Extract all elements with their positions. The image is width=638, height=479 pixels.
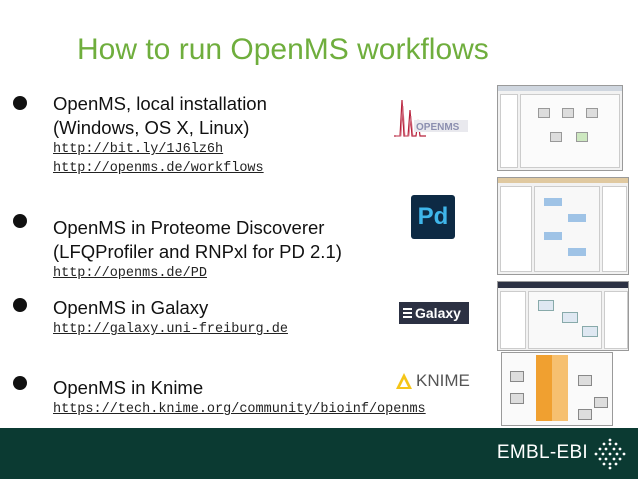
bullet-4-line-1: OpenMS in Knime xyxy=(53,377,204,398)
embl-ebi-brand: EMBL-EBI xyxy=(496,442,588,463)
link-openms-workflows[interactable]: http://openms.de/workflows xyxy=(53,161,264,176)
knime-logo-text: KNIME xyxy=(416,371,470,390)
slide-title: How to run OpenMS workflows xyxy=(77,33,489,66)
bullet-3-line-1: OpenMS in Galaxy xyxy=(53,297,209,318)
openms-workflow-screenshot xyxy=(497,85,623,171)
bullet-1-line-2: (Windows, OS X, Linux) xyxy=(53,117,250,138)
bullet-2-line-2: (LFQProfiler and RNPxl for PD 2.1) xyxy=(53,241,342,262)
bullet-dot xyxy=(13,298,27,312)
proteome-discoverer-screenshot xyxy=(497,177,629,275)
link-galaxy[interactable]: http://galaxy.uni-freiburg.de xyxy=(53,322,288,337)
openms-logo: OPENMS xyxy=(392,96,472,140)
galaxy-logo-text: Galaxy xyxy=(415,305,461,321)
bullet-dot xyxy=(13,376,27,390)
bullet-dot xyxy=(13,96,27,110)
openms-logo-text: OPENMS xyxy=(416,122,460,133)
bullet-dot xyxy=(13,214,27,228)
proteome-discoverer-logo: Pd xyxy=(411,195,455,239)
galaxy-logo: Galaxy xyxy=(399,302,469,324)
footer-bar: EMBL-EBI xyxy=(0,428,638,479)
link-bitly[interactable]: http://bit.ly/1J6lz6h xyxy=(53,142,224,157)
knime-screenshot xyxy=(501,352,613,426)
bullet-2-line-1: OpenMS in Proteome Discoverer xyxy=(53,217,325,238)
bullet-1-line-1: OpenMS, local installation xyxy=(53,93,267,114)
link-knime[interactable]: https://tech.knime.org/community/bioinf/… xyxy=(53,402,426,417)
embl-ebi-dots-icon xyxy=(592,436,628,472)
galaxy-screenshot xyxy=(497,281,629,351)
knime-logo: KNIME xyxy=(394,370,476,392)
link-openms-pd[interactable]: http://openms.de/PD xyxy=(53,266,207,281)
